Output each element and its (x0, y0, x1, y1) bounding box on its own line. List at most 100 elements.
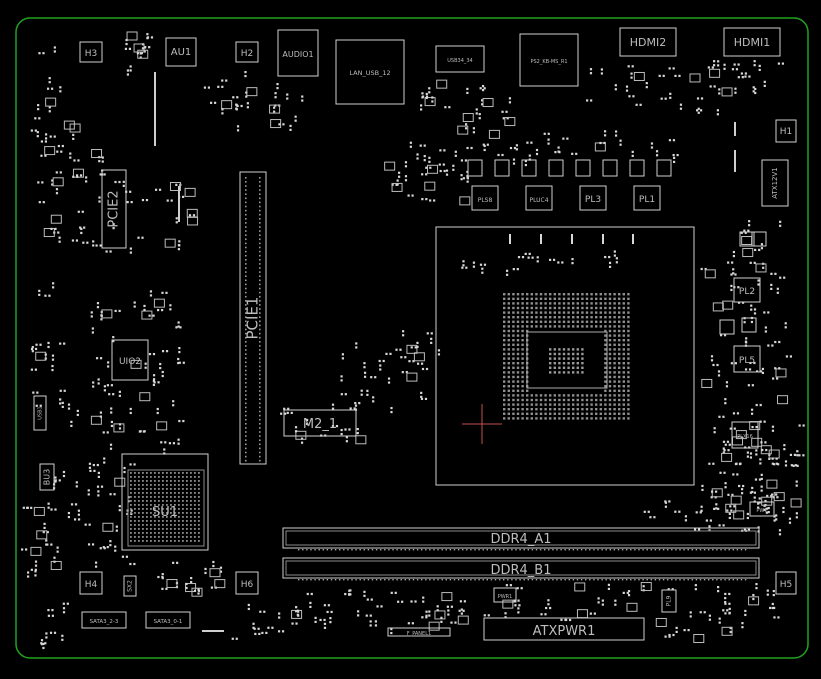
smd-pad (95, 244, 98, 247)
su1-ball (174, 532, 176, 534)
cpu-pin (585, 325, 589, 328)
smd-part (741, 622, 744, 629)
su1-ball (186, 496, 188, 498)
cpu-pin (512, 375, 515, 379)
cpu-pin (613, 362, 616, 365)
smd-pad (505, 110, 508, 113)
smd-pad (705, 519, 708, 522)
ddr-pin (572, 579, 575, 581)
cpu-pin (507, 412, 510, 415)
smd-outline (63, 120, 75, 130)
smd-pad (750, 308, 753, 311)
smd-part (675, 626, 678, 634)
smd-part (717, 586, 720, 593)
smd-part (727, 493, 734, 496)
smd-pad (444, 106, 447, 109)
smd-pad (42, 646, 45, 650)
smd-pad (34, 560, 38, 563)
smd-pad (278, 616, 281, 619)
cpu-pin (558, 417, 561, 420)
smd-pad (106, 384, 109, 387)
cpu-pin (590, 403, 593, 406)
cpu-pin (585, 316, 589, 319)
su1-ball (194, 484, 196, 486)
ddr-pin (556, 579, 558, 581)
label-h5: H5 (780, 580, 793, 590)
smd-part (755, 263, 767, 273)
cpu-pin (503, 339, 506, 342)
smd-outline (462, 113, 474, 123)
su1-ball (138, 540, 140, 542)
cpu-pin (558, 398, 561, 402)
pcie1-pin (259, 312, 261, 314)
smd-part (674, 510, 681, 513)
smd-pad (627, 65, 630, 68)
su1-ball (134, 476, 136, 478)
smd-pad (625, 89, 629, 92)
cpu-pin (544, 306, 547, 310)
pcie1-pin (245, 365, 247, 368)
pcie1-pin (259, 418, 261, 421)
smd-pad (645, 86, 648, 89)
smd-pad (170, 199, 173, 202)
connector-audio1: AUDIO1 (277, 29, 319, 77)
su1-ball (170, 500, 172, 502)
smd-pad (107, 365, 110, 368)
smd-pad (306, 592, 309, 596)
smd-part (730, 362, 737, 365)
ddr-pin (724, 549, 726, 551)
smd-part (47, 341, 50, 349)
su1-ball (146, 508, 148, 510)
smd-part (197, 588, 200, 595)
smd-outline (733, 510, 745, 520)
smd-part (30, 347, 38, 351)
smd-part (446, 605, 453, 608)
su1-ball (198, 472, 200, 474)
cpu-pin (613, 380, 616, 383)
smd-part (34, 570, 37, 577)
smd-part (319, 618, 326, 622)
smd-pad (177, 357, 180, 361)
smd-pad (118, 509, 121, 512)
cpu-pin (627, 417, 630, 420)
su1-ball (150, 508, 152, 510)
smd-pad (405, 371, 408, 374)
smd-pad (100, 485, 104, 488)
su1-ball (134, 540, 136, 542)
smd-pad (753, 491, 756, 494)
smd-pad (748, 220, 751, 223)
smd-pad (732, 254, 736, 258)
smd-pad (358, 402, 361, 405)
cpu-pin (581, 357, 584, 360)
cpu-pin (604, 343, 607, 346)
su1-ball (186, 472, 188, 474)
smd-pad (428, 610, 431, 613)
smd-pad (87, 489, 90, 492)
su1-ball (134, 536, 136, 538)
cpu-pin (558, 412, 561, 415)
su1-ball (190, 472, 192, 474)
smd-part (286, 411, 293, 414)
cpu-pin (535, 325, 538, 328)
mount-hole-h6: H6 (235, 571, 259, 595)
smd-part (270, 119, 282, 129)
smd-pad (653, 516, 656, 519)
su1-ball (130, 488, 132, 490)
smd-outline (36, 530, 48, 540)
cpu-pin (599, 320, 602, 323)
smd-pad (802, 454, 805, 457)
ddr-pin (703, 579, 706, 581)
smd-pad (278, 123, 281, 126)
smd-pad (126, 201, 129, 204)
su1-ball (142, 472, 144, 474)
su1-ball (194, 492, 196, 494)
smd-pad (62, 602, 65, 605)
smd-part (188, 214, 196, 217)
smd-pad (110, 407, 113, 410)
smd-pad (77, 159, 80, 162)
smd-pad (300, 441, 304, 444)
smd-part (157, 575, 164, 579)
smd-part (755, 583, 758, 590)
smd-pad (696, 97, 700, 100)
